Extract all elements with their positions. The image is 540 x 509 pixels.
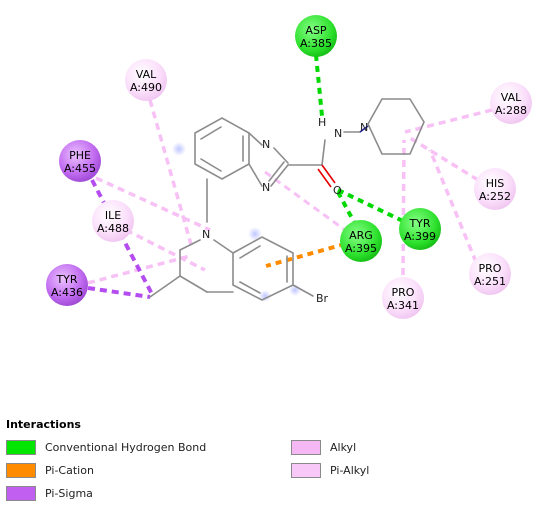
legend-item-pi-sigma: Pi-Sigma bbox=[6, 484, 93, 502]
residue-pro251: PRO A:251 bbox=[469, 253, 511, 295]
residue-chain: A:436 bbox=[51, 286, 83, 299]
atom-piperidine-n: N bbox=[360, 121, 368, 134]
residue-name: PHE bbox=[69, 149, 91, 162]
residue-chain: A:399 bbox=[404, 230, 436, 243]
residue-chain: A:488 bbox=[97, 222, 129, 235]
hbond-asp385 bbox=[314, 54, 324, 117]
residue-chain: A:385 bbox=[300, 37, 332, 50]
atom-carbonyl-o: O bbox=[333, 184, 342, 197]
pi-alkyl-val288 bbox=[404, 108, 493, 134]
residue-pro341: PRO A:341 bbox=[382, 277, 424, 319]
legend-swatch bbox=[6, 439, 36, 455]
legend-swatch bbox=[6, 485, 36, 501]
hbond-tyr399 bbox=[337, 188, 406, 224]
atom-amide-h: H bbox=[318, 116, 326, 129]
piperidine-n-bond bbox=[359, 125, 369, 133]
pi-alkyl-his252 bbox=[409, 136, 479, 182]
pi-cation-arg395 bbox=[265, 242, 346, 268]
legend-label: Pi-Alkyl bbox=[330, 463, 370, 477]
atom-bromine: Br bbox=[316, 292, 329, 305]
atom-n-imidazole-top: N bbox=[262, 138, 270, 151]
residue-chain: A:455 bbox=[64, 162, 96, 175]
legend-item-conventional-hbond: Conventional Hydrogen Bond bbox=[6, 438, 206, 456]
carbonyl-bond bbox=[321, 164, 336, 184]
legend-label: Pi-Sigma bbox=[45, 486, 93, 500]
residue-name: ARG bbox=[349, 229, 373, 242]
pi-alkyl-pro251 bbox=[428, 149, 478, 263]
legend-item-pi-alkyl: Pi-Alkyl bbox=[291, 461, 369, 479]
residue-chain: A:288 bbox=[495, 104, 527, 117]
atom-n-imidazole-bottom: N bbox=[262, 181, 270, 194]
legend-label: Conventional Hydrogen Bond bbox=[45, 440, 207, 454]
residue-name: TYR bbox=[408, 217, 430, 230]
residue-val490: VAL A:490 bbox=[125, 59, 167, 101]
pi-alkyl-val490 bbox=[148, 99, 194, 249]
residue-chain: A:252 bbox=[479, 190, 511, 203]
legend-swatch bbox=[6, 462, 36, 478]
atom-amide-n: N bbox=[334, 127, 342, 140]
pi-alkyl-ile488 bbox=[125, 228, 206, 272]
residue-chain: A:490 bbox=[130, 81, 162, 94]
legend-label: Pi-Cation bbox=[45, 463, 94, 477]
legend-swatch bbox=[291, 462, 321, 478]
legend-item-alkyl: Alkyl bbox=[291, 438, 356, 456]
residue-name: HIS bbox=[486, 177, 505, 190]
pi-alkyl-phe455 bbox=[95, 176, 211, 232]
residue-asp385: ASP A:385 bbox=[295, 15, 337, 57]
residue-ile488: ILE A:488 bbox=[92, 200, 134, 242]
atom-n-quinoline: N bbox=[202, 228, 210, 241]
legend-item-pi-cation: Pi-Cation bbox=[6, 461, 94, 479]
pi-alkyl-arg395-ring bbox=[264, 170, 346, 232]
residue-chain: A:341 bbox=[387, 299, 419, 312]
residue-tyr399: TYR A:399 bbox=[399, 208, 441, 250]
carbonyl-bond-2 bbox=[317, 168, 332, 188]
ligand-structure bbox=[149, 98, 425, 301]
residue-name: PRO bbox=[479, 262, 502, 275]
residue-chain: A:251 bbox=[474, 275, 506, 288]
legend-swatch bbox=[291, 439, 321, 455]
atom-labels: N N N O H N N Br bbox=[202, 116, 368, 305]
residue-his252: HIS A:252 bbox=[474, 168, 516, 210]
legend-label: Alkyl bbox=[330, 440, 357, 454]
residue-phe455: PHE A:455 bbox=[59, 140, 101, 182]
residue-name: TYR bbox=[55, 273, 77, 286]
residue-name: ASP bbox=[305, 24, 327, 37]
residue-name: VAL bbox=[501, 91, 522, 104]
pi-alkyl-pro341 bbox=[401, 139, 406, 276]
hbond-arg395 bbox=[336, 191, 356, 223]
interactions-legend: Interactions Conventional Hydrogen Bond … bbox=[6, 418, 526, 504]
residue-val288: VAL A:288 bbox=[490, 82, 532, 124]
pi-sigma-tyr436 bbox=[87, 286, 151, 299]
residue-name: VAL bbox=[136, 68, 157, 81]
residue-arg395: ARG A:395 bbox=[340, 220, 382, 262]
residue-tyr436: TYR A:436 bbox=[46, 264, 88, 306]
residue-name: ILE bbox=[105, 209, 121, 222]
residue-chain: A:395 bbox=[345, 242, 377, 255]
residue-name: PRO bbox=[392, 286, 415, 299]
aromatic-highlights bbox=[172, 142, 301, 302]
legend-title: Interactions bbox=[6, 418, 81, 431]
